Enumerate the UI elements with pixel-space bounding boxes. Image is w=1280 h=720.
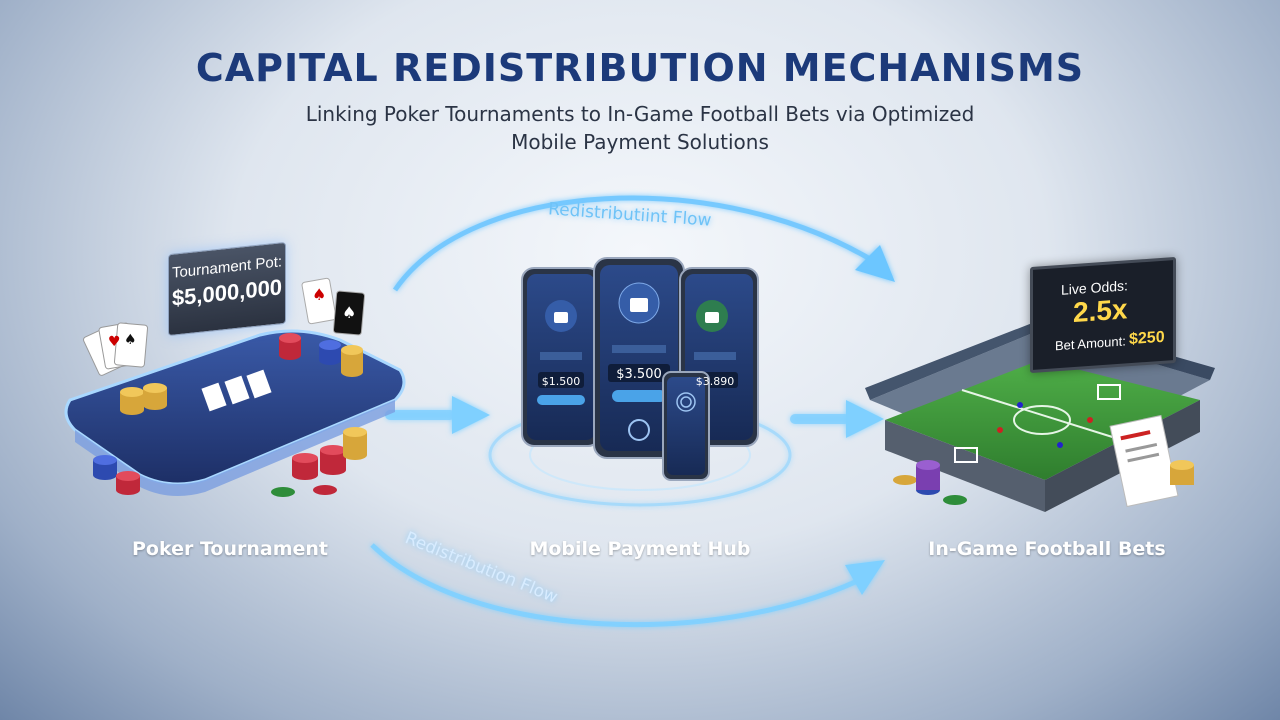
live-odds-scoreboard: Live Odds: 2.5x Bet Amount: $250 (1030, 256, 1176, 374)
svg-text:♠: ♠ (342, 303, 356, 322)
hub-to-bets-arrow (790, 400, 884, 438)
phone-right-amount: $3.890 (696, 375, 735, 388)
page-subtitle: Linking Poker Tournaments to In-Game Foo… (305, 102, 975, 154)
svg-text:♠: ♠ (124, 332, 137, 348)
poker-table (64, 329, 406, 496)
tournament-pot-sign: Tournament Pot: $5,000,000 (168, 241, 286, 337)
phone-left (521, 267, 601, 447)
phone-center (593, 257, 685, 459)
svg-text:♥: ♥ (108, 334, 121, 350)
page-title: CAPITAL REDISTRIBUTION MECHANISMS (195, 46, 1085, 90)
odds-value: 2.5x (1073, 293, 1128, 329)
phone-left-amount: $1.500 (542, 375, 581, 388)
fingerprint-icon (676, 392, 696, 412)
stage-label-poker: Poker Tournament (131, 538, 328, 560)
bet-amount-value: $250 (1129, 328, 1165, 349)
ace-cards: ♠ ♠ (301, 277, 366, 336)
bet-slip (1109, 414, 1179, 508)
top-flow-arrow (392, 195, 895, 292)
card-icon: ♥ ♠ (83, 322, 149, 376)
svg-text:♠: ♠ (312, 285, 326, 304)
phone-center-amount: $3.500 (616, 367, 662, 382)
stage-label-hub: Mobile Payment Hub (529, 538, 751, 560)
football-chips (893, 460, 1194, 505)
bet-amount-label: Bet Amount: (1055, 333, 1126, 354)
chip-icon (93, 333, 367, 497)
stage-label-bets: In-Game Football Bets (928, 538, 1166, 560)
bottom-flow-arrow (370, 543, 885, 628)
poker-to-hub-arrow (385, 396, 490, 434)
phone-small (662, 371, 710, 481)
